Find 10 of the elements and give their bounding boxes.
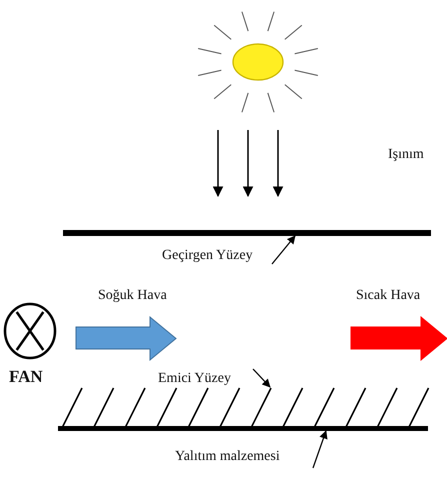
leader-line — [252, 368, 271, 388]
leader-line — [312, 430, 328, 468]
part-label: Geçirgen Yüzey — [162, 248, 253, 263]
text-label: Işınım — [388, 146, 424, 164]
leader-line — [272, 235, 296, 264]
part-label: Emici Yüzey — [158, 371, 231, 386]
part-label: Yalıtım malzemesi — [175, 449, 280, 464]
text-label: Soğuk Hava — [98, 287, 167, 305]
text-label: Sıcak Hava — [356, 287, 420, 305]
fan-label: FAN — [9, 368, 43, 386]
